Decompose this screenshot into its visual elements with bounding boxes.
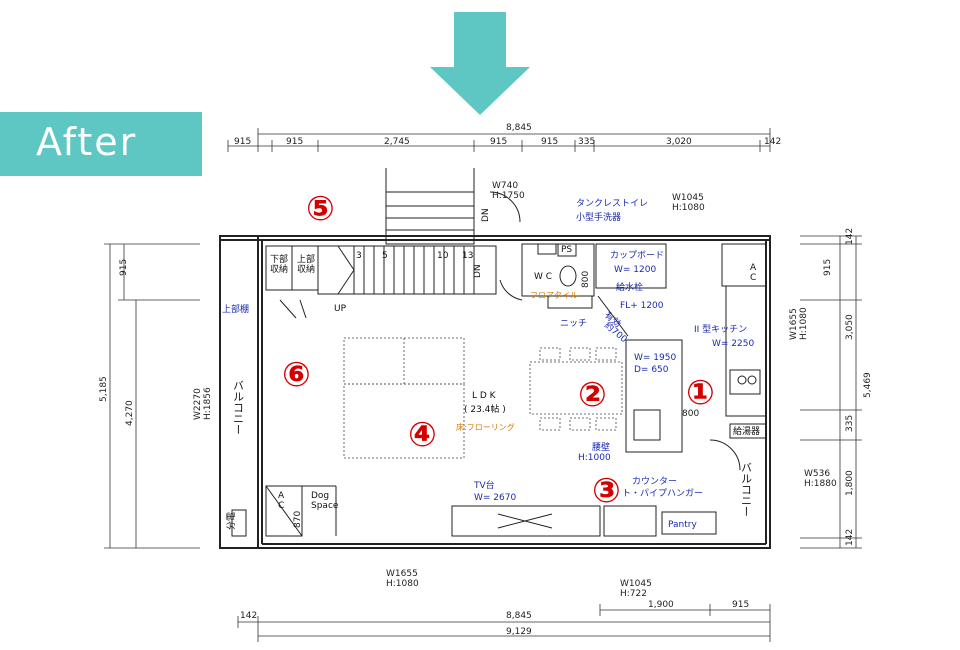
dim-right-335: 335	[845, 415, 855, 432]
dim-right-915: 915	[823, 259, 833, 276]
island-depth: D= 650	[634, 365, 669, 375]
tv-stand	[451, 505, 717, 537]
dog-space	[231, 485, 337, 537]
stair-up-label: UP	[334, 304, 347, 314]
island-width: W= 1950	[634, 353, 676, 363]
dim-right-142-bottom: 142	[845, 529, 855, 546]
stair-dn-label-2: DN	[473, 264, 483, 278]
dim-bottom-915: 915	[732, 600, 749, 610]
balcony-right-label: バルコニー	[740, 462, 753, 517]
right-dimension-lines	[800, 235, 862, 549]
after-badge: After	[0, 112, 202, 176]
small-sink-label: 小型手洗器	[576, 211, 621, 223]
dim-top-total: 8,845	[506, 123, 532, 133]
balcony-left-label: バルコニー	[232, 380, 245, 435]
ldk-size: ( 23.4帖 )	[464, 403, 506, 415]
marker-6: ⑥	[282, 355, 311, 395]
water-heater-box	[709, 423, 767, 471]
tv-stand-width: W= 2670	[474, 493, 516, 503]
upper-storage-label: 上部収納	[297, 253, 315, 275]
wc-label: W C	[534, 272, 552, 282]
stair-step-5: 5	[382, 251, 388, 261]
marker-1: ①	[686, 373, 715, 413]
floor-label: 床:フローリング	[456, 422, 515, 432]
ldk-label: L D K	[472, 391, 497, 401]
stair-step-3: 3	[356, 251, 362, 261]
dim-top-seg-5: 915	[541, 137, 558, 147]
dim-left-915: 915	[119, 259, 129, 276]
dim-bottom-total-outer: 9,129	[506, 627, 532, 637]
floor-tile-label: フロアタイル	[530, 291, 578, 300]
dim-top-seg-6: 335	[578, 137, 595, 147]
pipe-hanger-label: ト・パイプハンガー	[622, 488, 703, 499]
dim-top-seg-1: 915	[234, 137, 251, 147]
stair-step-10: 10	[437, 251, 449, 261]
dim-top-seg-3: 2,745	[384, 137, 410, 147]
waist-wall-height: H:1000	[578, 453, 611, 463]
top-dimension-lines	[227, 128, 771, 152]
marker-4: ④	[408, 415, 437, 455]
dim-left-5185: 5,185	[99, 376, 109, 402]
stair-dn-label-1: DN	[481, 208, 491, 222]
counter-label: カウンター	[632, 476, 677, 487]
waist-wall-label: 腰壁	[592, 441, 610, 453]
kitchen-area	[595, 243, 767, 453]
marker-2: ②	[578, 375, 607, 415]
down-arrow-icon	[430, 12, 530, 115]
niche-label: ニッチ	[560, 318, 587, 329]
kitchen-width: W= 2250	[712, 339, 754, 349]
dim-870: 870	[293, 511, 303, 528]
lower-storage-label: 下部収納	[270, 253, 288, 275]
pantry-label: Pantry	[668, 520, 697, 530]
window-left: W2270H:1856	[193, 387, 213, 420]
dim-left-4270: 4,270	[125, 400, 135, 426]
faucet-height: FL+ 1200	[620, 301, 664, 311]
toilet-room	[489, 191, 595, 309]
upper-shelf-label: 上部棚	[222, 303, 249, 315]
tv-stand-label: TV台	[473, 479, 495, 491]
window-right-kitchen: W1655H:1080	[789, 307, 809, 340]
meter-label: 分電	[226, 512, 237, 530]
marker-5: ⑤	[306, 189, 335, 229]
dim-bottom-142: 142	[240, 611, 257, 621]
tankless-toilet-label: タンクレストイレ	[576, 198, 648, 209]
dim-800-vertical: 800	[581, 271, 591, 288]
water-heater-label: 給湯器	[733, 425, 760, 437]
furniture	[343, 337, 623, 459]
dim-bottom-total-inner: 8,845	[506, 611, 532, 621]
dim-800-horizontal: 800	[682, 409, 699, 419]
dim-bottom-1900: 1,900	[648, 600, 674, 610]
bottom-dimension-lines	[237, 604, 771, 642]
cupboard-label: カップボード	[610, 250, 664, 261]
dim-top-seg-7: 3,020	[666, 137, 692, 147]
dim-right-142-top: 142	[845, 228, 855, 245]
dim-top-seg-2: 915	[286, 137, 303, 147]
ps-label: PS	[561, 245, 572, 255]
marker-3: ③	[592, 471, 621, 511]
dim-right-3050: 3,050	[845, 314, 855, 340]
staircase	[317, 168, 497, 295]
dim-top-seg-4: 915	[490, 137, 507, 147]
stair-step-13: 13	[462, 251, 473, 261]
cupboard-width: W= 1200	[614, 265, 656, 275]
dim-right-1800: 1,800	[845, 470, 855, 496]
faucet-label: 給水栓	[616, 281, 643, 293]
after-label: After	[36, 120, 138, 164]
left-dimension-lines	[104, 243, 200, 549]
kitchen-label: II 型キッチン	[694, 324, 747, 335]
dim-right-5469: 5,469	[863, 372, 873, 398]
storage-closets	[265, 245, 319, 319]
dim-top-seg-8: 142	[764, 137, 781, 147]
